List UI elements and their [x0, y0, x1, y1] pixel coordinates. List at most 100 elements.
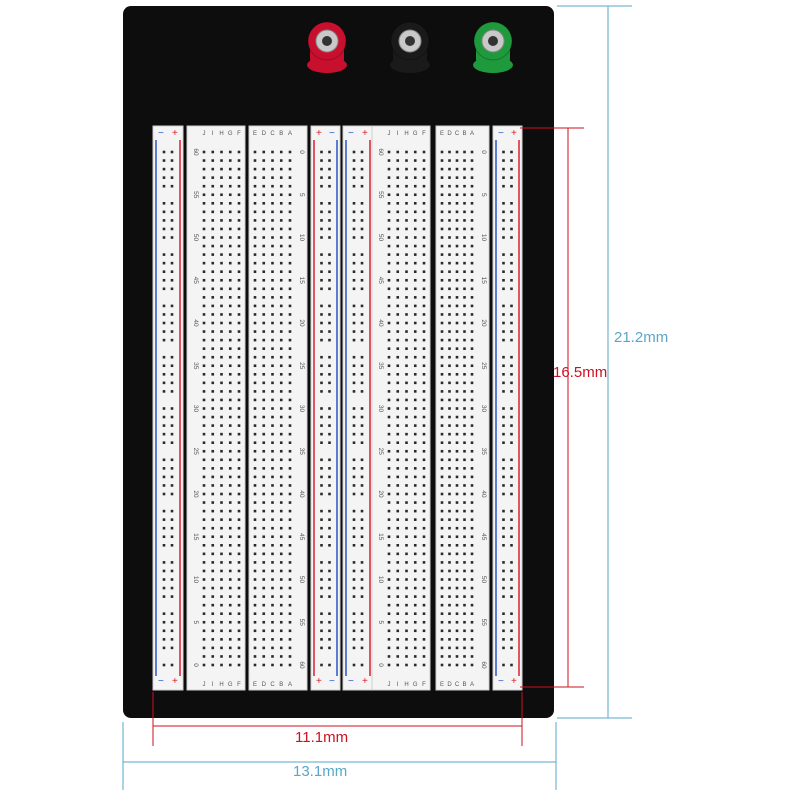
- rail-hole: [502, 304, 505, 308]
- rail-hole: [502, 638, 505, 641]
- terminal-hole: [253, 424, 257, 427]
- rail-hole: [502, 586, 505, 590]
- terminal-hole: [202, 518, 206, 521]
- terminal-hole: [455, 467, 459, 470]
- column-number: 0: [377, 663, 384, 667]
- terminal-hole: [228, 544, 232, 547]
- terminal-hole: [448, 424, 451, 427]
- terminal-hole: [202, 424, 206, 427]
- terminal-hole: [448, 330, 451, 333]
- terminal-hole: [470, 278, 474, 282]
- terminal-hole: [396, 424, 400, 427]
- terminal-hole: [463, 407, 466, 410]
- terminal-hole: [271, 415, 274, 419]
- rail-hole: [352, 150, 356, 154]
- terminal-hole: [228, 347, 232, 350]
- rail-hole: [162, 415, 166, 419]
- terminal-hole: [211, 373, 215, 376]
- terminal-hole: [228, 338, 232, 342]
- rail-symbol: +: [172, 676, 178, 687]
- terminal-hole: [202, 407, 206, 410]
- terminal-hole: [405, 620, 408, 624]
- terminal-hole: [228, 518, 232, 521]
- terminal-hole: [396, 458, 400, 462]
- terminal-hole: [387, 475, 391, 479]
- terminal-hole: [228, 561, 232, 564]
- rail-hole: [352, 210, 356, 214]
- rail-hole: [502, 167, 505, 171]
- terminal-hole: [237, 612, 241, 615]
- column-number: 45: [192, 277, 199, 285]
- terminal-hole: [237, 484, 241, 487]
- rail-hole: [170, 484, 174, 487]
- terminal-hole: [288, 407, 292, 410]
- terminal-hole: [405, 202, 408, 205]
- terminal-hole: [228, 227, 232, 231]
- terminal-hole: [387, 313, 391, 316]
- terminal-hole: [288, 390, 292, 393]
- terminal-hole: [455, 458, 459, 462]
- terminal-hole: [387, 569, 391, 573]
- column-number: 60: [377, 148, 384, 156]
- rail-hole: [352, 261, 356, 265]
- terminal-hole: [387, 355, 391, 359]
- rail-hole: [510, 167, 513, 171]
- terminal-hole: [237, 381, 241, 385]
- terminal-hole: [228, 475, 232, 479]
- rail-hole: [360, 578, 364, 581]
- terminal-hole: [413, 355, 417, 359]
- rail-hole: [162, 373, 166, 376]
- terminal-hole: [463, 458, 466, 462]
- rail-hole: [352, 287, 356, 291]
- rail-hole: [162, 569, 166, 573]
- terminal-hole: [463, 449, 466, 453]
- terminal-hole: [463, 612, 466, 615]
- rail-symbol: +: [511, 676, 517, 687]
- dimension-height-board-label: 16.5mm: [553, 364, 608, 381]
- terminal-hole: [253, 278, 257, 282]
- terminal-hole: [279, 646, 283, 650]
- terminal-hole: [440, 304, 444, 308]
- terminal-hole: [405, 432, 408, 436]
- rail-hole: [360, 227, 364, 231]
- terminal-hole: [405, 509, 408, 513]
- terminal-hole: [463, 484, 466, 487]
- column-number: 40: [298, 490, 305, 498]
- terminal-hole: [262, 261, 266, 265]
- column-number: 45: [480, 533, 487, 541]
- column-number: 0: [192, 663, 199, 667]
- terminal-hole: [455, 313, 459, 316]
- rail-hole: [352, 484, 356, 487]
- terminal-hole: [253, 381, 257, 385]
- terminal-hole: [470, 236, 474, 239]
- terminal-hole: [413, 620, 417, 624]
- terminal-hole: [237, 544, 241, 547]
- column-number: 30: [192, 405, 199, 413]
- terminal-hole: [279, 407, 283, 410]
- terminal-hole: [288, 569, 292, 573]
- terminal-hole: [202, 484, 206, 487]
- terminal-hole: [455, 449, 459, 453]
- column-number: 10: [192, 576, 199, 584]
- terminal-hole: [396, 484, 400, 487]
- terminal-hole: [405, 227, 408, 231]
- terminal-hole: [237, 347, 241, 350]
- terminal-hole: [253, 552, 257, 556]
- terminal-hole: [237, 407, 241, 410]
- rail-hole: [360, 159, 364, 162]
- terminal-hole: [470, 501, 474, 504]
- terminal-hole: [470, 569, 474, 573]
- terminal-hole: [463, 287, 466, 291]
- terminal-hole: [253, 484, 257, 487]
- row-letter: E: [253, 131, 257, 137]
- terminal-hole: [211, 381, 215, 385]
- rail-hole: [352, 355, 356, 359]
- terminal-hole: [396, 381, 400, 385]
- rail-hole: [360, 646, 364, 650]
- row-letter: A: [470, 682, 474, 688]
- terminal-hole: [288, 150, 292, 154]
- terminal-hole: [271, 561, 274, 564]
- terminal-hole: [228, 167, 232, 171]
- rail-hole: [360, 561, 364, 564]
